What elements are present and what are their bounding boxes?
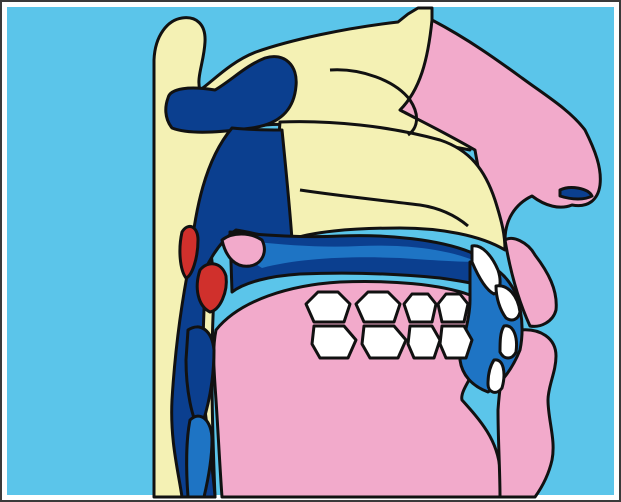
upper-molar bbox=[438, 294, 468, 322]
lower-molar bbox=[362, 326, 406, 358]
pharynx-lower-strip bbox=[187, 416, 212, 497]
upper-molar bbox=[306, 292, 350, 322]
upper-molar bbox=[356, 292, 400, 322]
upper-molar bbox=[404, 294, 436, 322]
lower-molar bbox=[440, 326, 472, 358]
lower-molar bbox=[312, 326, 356, 358]
lower-incisor-tooth bbox=[488, 360, 504, 393]
lower-molar bbox=[408, 326, 440, 358]
lower-incisor-tooth bbox=[500, 326, 517, 358]
